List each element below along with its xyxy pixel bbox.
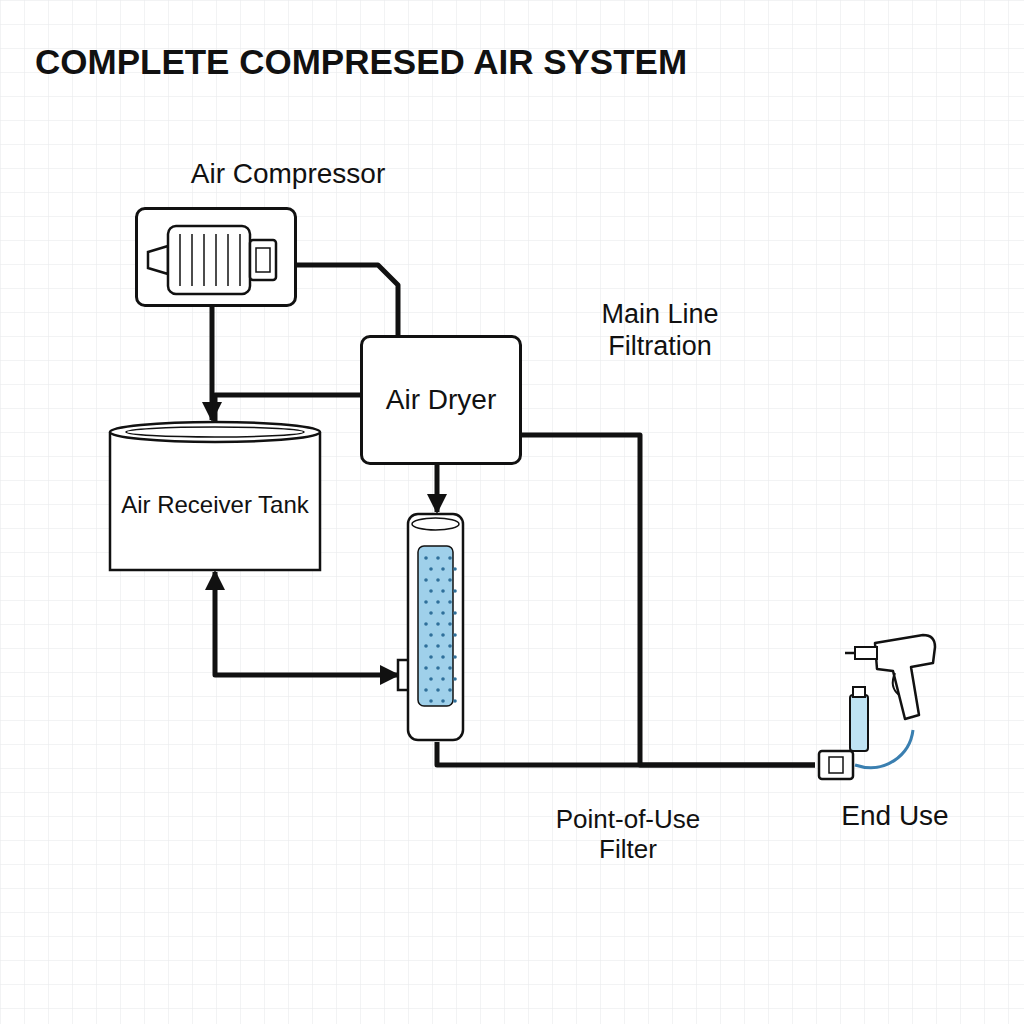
filter-media-dot bbox=[448, 644, 452, 648]
filter-top bbox=[412, 518, 459, 530]
filter-media-dot bbox=[436, 578, 440, 582]
receiver-tank: Air Receiver Tank bbox=[108, 420, 322, 572]
filter-media-dot bbox=[424, 622, 428, 626]
tank-top bbox=[110, 422, 320, 442]
pipe-connector bbox=[437, 742, 815, 765]
filter-media-dot bbox=[429, 655, 433, 659]
filter-media-dot bbox=[453, 699, 457, 703]
cooling-fin bbox=[179, 234, 181, 286]
diagram-title: COMPLETE COMPRESED AIR SYSTEM bbox=[35, 42, 687, 82]
filter-media-dot bbox=[429, 611, 433, 615]
filter-outline bbox=[398, 512, 465, 742]
filter-media-dot bbox=[429, 677, 433, 681]
filter-media-dot bbox=[429, 699, 433, 703]
node-label: Air Compressor bbox=[158, 158, 418, 190]
coupler-nut bbox=[829, 757, 843, 773]
pipe-connector bbox=[215, 572, 398, 675]
pipe-connector bbox=[215, 395, 360, 424]
tank-body bbox=[110, 432, 320, 570]
compressor-port bbox=[256, 248, 270, 272]
tool-outline bbox=[815, 625, 965, 785]
pipe-connector bbox=[522, 435, 815, 765]
filter-media-dot bbox=[424, 666, 428, 670]
filter-media-dot bbox=[424, 688, 428, 692]
filter-media-dot bbox=[453, 589, 457, 593]
filter-media-dot bbox=[448, 688, 452, 692]
cooling-fin bbox=[239, 234, 241, 286]
filter-housing bbox=[408, 514, 463, 740]
compressor-head bbox=[250, 240, 276, 280]
gun-nozzle bbox=[855, 647, 877, 659]
filter-media-dot bbox=[436, 600, 440, 604]
filter-media-dot bbox=[436, 644, 440, 648]
filter-media-dot bbox=[441, 677, 445, 681]
filter-media-dot bbox=[441, 655, 445, 659]
filter-media-dot bbox=[441, 567, 445, 571]
compressor-body bbox=[168, 226, 250, 294]
compressor-outline bbox=[138, 210, 300, 310]
gun-trigger bbox=[893, 673, 899, 695]
filter-media-dot bbox=[448, 578, 452, 582]
regulator-body bbox=[850, 695, 868, 751]
regulator-cap bbox=[853, 687, 865, 697]
filter-media-dot bbox=[429, 589, 433, 593]
pipe-connector bbox=[297, 265, 398, 335]
filter-media-dot bbox=[448, 666, 452, 670]
filter-media-dot bbox=[424, 600, 428, 604]
end-use-tool: End Use bbox=[815, 625, 965, 785]
filter-media-dot bbox=[441, 699, 445, 703]
node-label: Air Receiver Tank bbox=[115, 485, 315, 525]
filter-media-dot bbox=[424, 578, 428, 582]
cooling-fin bbox=[215, 234, 217, 286]
filter-media-dot bbox=[453, 633, 457, 637]
node-label: Air Dryer bbox=[380, 378, 502, 422]
dryer-box: Air Dryer bbox=[360, 335, 522, 465]
pipe-connector bbox=[435, 465, 440, 512]
section-label: Main Line Filtration bbox=[560, 298, 760, 363]
filter-media-dot bbox=[424, 644, 428, 648]
filter-media-dot bbox=[424, 556, 428, 560]
filter-media-dot bbox=[429, 633, 433, 637]
filter-media-dot bbox=[453, 677, 457, 681]
coupler-fitting bbox=[819, 751, 853, 779]
tank-opening bbox=[126, 427, 304, 437]
filter-cylinder: Point-of-Use Filter bbox=[398, 512, 465, 742]
filter-media-dot bbox=[436, 688, 440, 692]
filter-media-dot bbox=[453, 611, 457, 615]
filter-media-dot bbox=[448, 600, 452, 604]
cooling-fin bbox=[227, 234, 229, 286]
filter-media-dot bbox=[441, 611, 445, 615]
filter-media-dot bbox=[441, 589, 445, 593]
compressor-cone bbox=[148, 246, 168, 274]
filter-media-dot bbox=[453, 655, 457, 659]
air-gun bbox=[875, 635, 935, 719]
filter-media-dot bbox=[436, 666, 440, 670]
filter-media-dot bbox=[448, 622, 452, 626]
filter-media-dot bbox=[429, 567, 433, 571]
cooling-fin bbox=[191, 234, 193, 286]
filter-element bbox=[418, 546, 453, 706]
air-hose bbox=[855, 730, 913, 768]
cooling-fin bbox=[203, 234, 205, 286]
filter-media-dot bbox=[441, 633, 445, 637]
filter-media-dot bbox=[436, 622, 440, 626]
node-label: End Use bbox=[820, 800, 970, 832]
filter-media-dot bbox=[453, 567, 457, 571]
filter-media-dot bbox=[448, 556, 452, 560]
filter-media-dot bbox=[436, 556, 440, 560]
compressor-box: Air Compressor bbox=[135, 207, 297, 307]
nozzle-tip bbox=[845, 652, 855, 655]
node-label: Point-of-Use Filter bbox=[528, 805, 728, 865]
